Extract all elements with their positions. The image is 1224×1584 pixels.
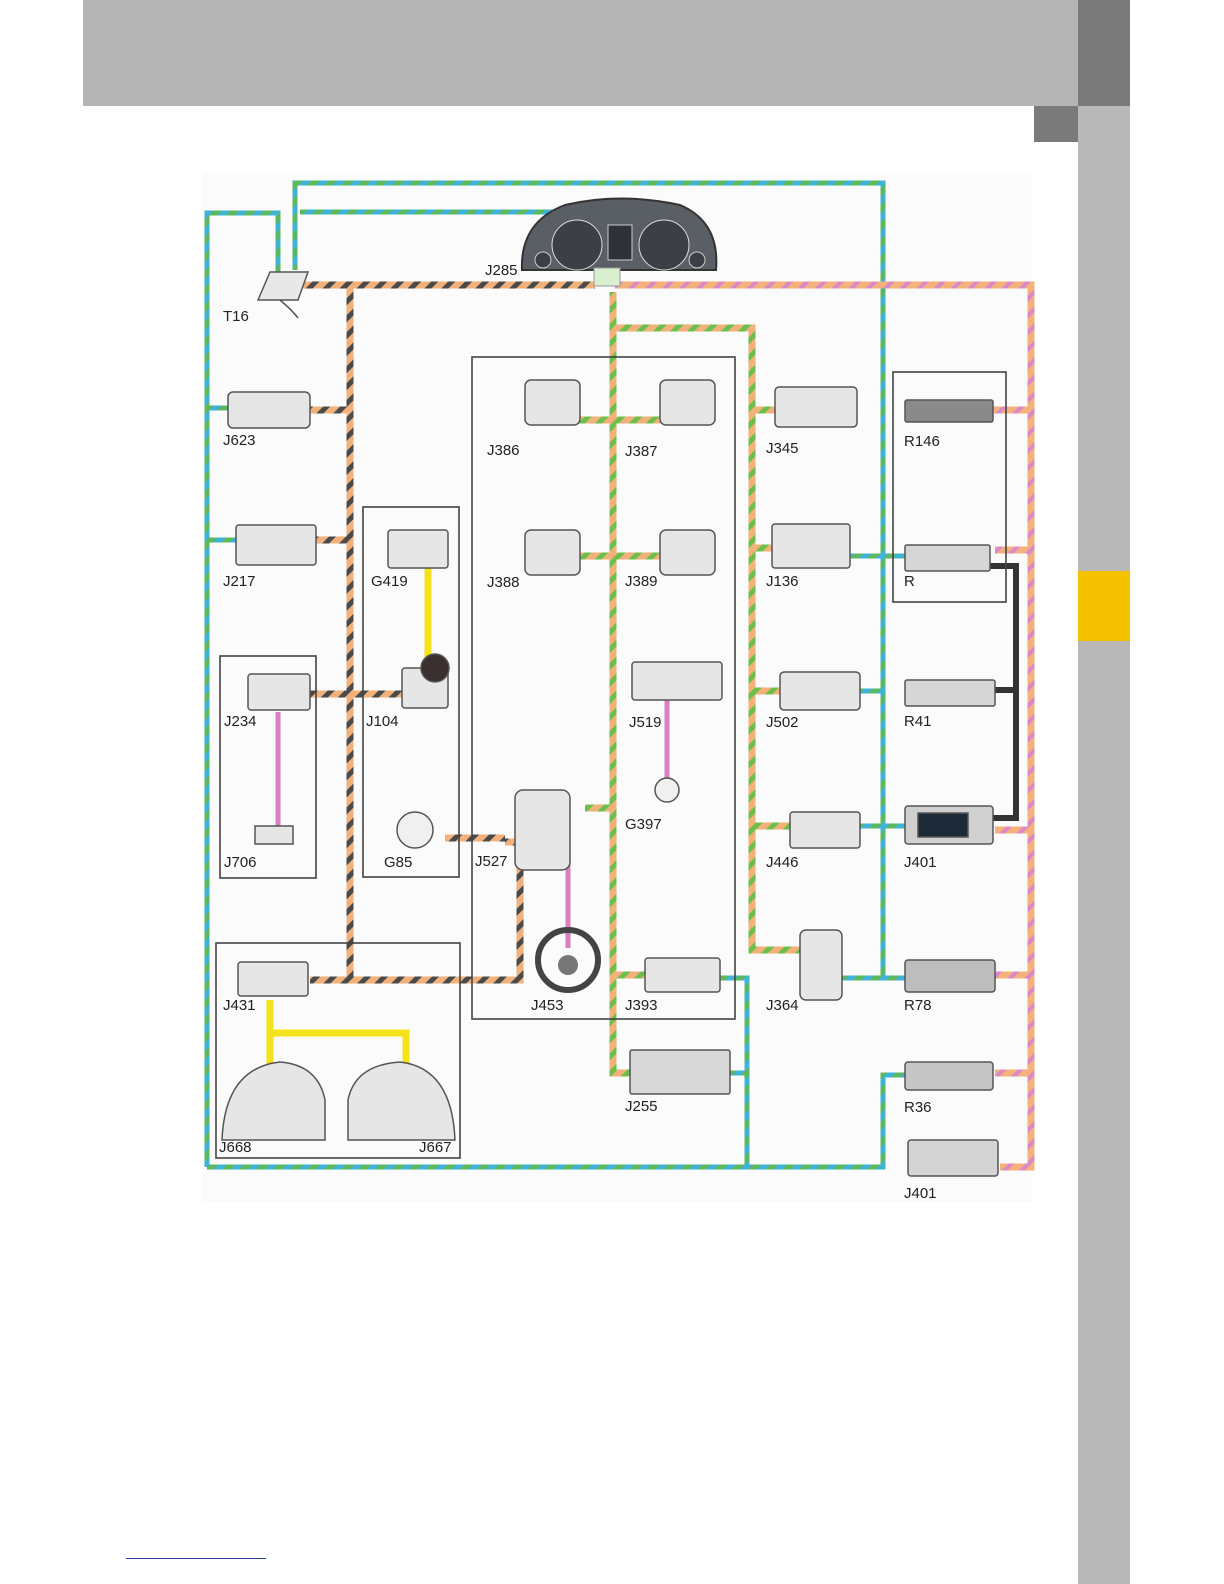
- j136-unit: [772, 524, 850, 568]
- r-unit: [905, 545, 990, 571]
- label-j706: J706: [224, 854, 257, 871]
- j527-unit: [515, 790, 570, 870]
- label-j255: J255: [625, 1098, 658, 1115]
- j401-unit-b: [908, 1140, 998, 1176]
- label-r: R: [904, 573, 915, 590]
- label-j386: J386: [487, 442, 520, 459]
- label-j431: J431: [223, 997, 256, 1014]
- j393-unit: [645, 958, 720, 992]
- label-j623: J623: [223, 432, 256, 449]
- j623-unit: [228, 392, 310, 428]
- label-j667: J667: [419, 1139, 452, 1156]
- j217-unit: [236, 525, 316, 565]
- r146-unit: [905, 400, 993, 422]
- label-j527: J527: [475, 853, 508, 870]
- j431-unit: [238, 962, 308, 996]
- j104-pump: [421, 654, 449, 682]
- j387-motor: [660, 380, 715, 425]
- j502-unit: [780, 672, 860, 710]
- label-t16: T16: [223, 308, 249, 325]
- j668-headlight: [222, 1062, 325, 1140]
- label-j446: J446: [766, 854, 799, 871]
- g419-unit: [388, 530, 448, 568]
- j389-motor: [660, 530, 715, 575]
- r41-unit: [905, 680, 995, 706]
- j345-unit: [775, 387, 857, 427]
- label-j502: J502: [766, 714, 799, 731]
- label-j234: J234: [224, 713, 257, 730]
- j519-unit: [632, 662, 722, 700]
- label-j519: J519: [629, 714, 662, 731]
- label-r146: R146: [904, 433, 940, 450]
- g397-sensor: [655, 778, 679, 802]
- g85-sensor: [397, 812, 433, 848]
- label-g85: G85: [384, 854, 412, 871]
- j386-motor: [525, 380, 580, 425]
- j234-unit: [248, 674, 310, 710]
- label-r78: R78: [904, 997, 932, 1014]
- j255-panel: [630, 1050, 730, 1094]
- label-j217: J217: [223, 573, 256, 590]
- instrument-cluster: [522, 199, 716, 287]
- label-j389: J389: [625, 573, 658, 590]
- label-j387: J387: [625, 443, 658, 460]
- label-j285: J285: [485, 262, 518, 279]
- r78-unit: [905, 960, 995, 992]
- j706-connector: [255, 826, 293, 844]
- r36-unit: [905, 1062, 993, 1090]
- label-j388: J388: [487, 574, 520, 591]
- label-r41: R41: [904, 713, 932, 730]
- label-j104: J104: [366, 713, 399, 730]
- t16-connector: [258, 272, 308, 318]
- j667-headlight: [348, 1062, 455, 1140]
- j401-screen: [918, 813, 968, 837]
- j388-motor: [525, 530, 580, 575]
- label-j136: J136: [766, 573, 799, 590]
- label-j393: J393: [625, 997, 658, 1014]
- label-j345: J345: [766, 440, 799, 457]
- label-j401-b: J401: [904, 1185, 937, 1202]
- label-j668: J668: [219, 1139, 252, 1156]
- label-r36: R36: [904, 1099, 932, 1116]
- label-g419: G419: [371, 573, 408, 590]
- label-j364: J364: [766, 997, 799, 1014]
- label-g397: G397: [625, 816, 662, 833]
- label-j453: J453: [531, 997, 564, 1014]
- j446-unit: [790, 812, 860, 848]
- label-j401-a: J401: [904, 854, 937, 871]
- j364-unit: [800, 930, 842, 1000]
